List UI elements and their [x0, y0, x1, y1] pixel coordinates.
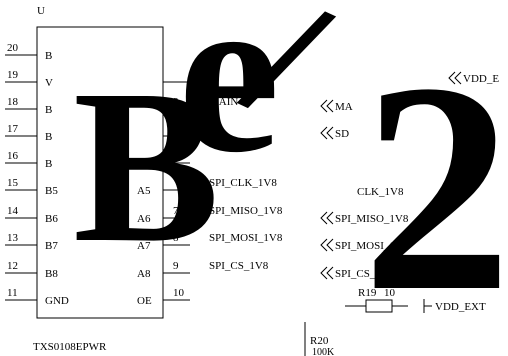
port-double-chevron-icon: [320, 266, 334, 280]
overlay-glyph-b: B: [73, 44, 220, 288]
right-pin-4: 4: [163, 123, 190, 137]
pin-number: 18: [7, 96, 19, 108]
pin-number: 20: [7, 42, 19, 54]
left-pin-18: 18 B: [5, 96, 52, 116]
pin-name: GND: [45, 295, 69, 307]
right-pin-3: 3: [163, 96, 190, 110]
resistor-ref: R19: [358, 287, 377, 299]
left-pin-11: 11 GND: [5, 287, 69, 307]
resistor-value: 100K: [312, 347, 335, 356]
left-pin-15: 15 B5: [5, 177, 58, 197]
net-label-main: MAIN: [209, 96, 238, 108]
left-pin-12: 12 B8: [5, 260, 58, 280]
net-label-spi-cs: SPI_CS_1V8: [209, 260, 269, 272]
port-label: SPI_CS_1V: [335, 268, 389, 280]
pin-name: A5: [137, 185, 151, 197]
port-clk: CLK_1V8: [357, 186, 404, 198]
pin-number: 8: [173, 232, 179, 244]
pin-number: 14: [7, 205, 19, 217]
pin-name: A7: [137, 240, 151, 252]
pin-number: 12: [7, 260, 18, 272]
port-double-chevron-icon: [448, 71, 462, 85]
left-pin-13: 13 B7: [5, 232, 58, 252]
left-pin-20: 20 B: [5, 42, 52, 62]
ic-body: [36, 26, 164, 319]
left-pin-17: 17 B: [5, 123, 52, 143]
port-label: CLK_1V8: [357, 186, 404, 198]
ic-refdes: U: [37, 5, 45, 17]
right-pin-9: 9 A8: [137, 260, 190, 280]
ic-part-number: TXS0108EPWR: [33, 341, 107, 353]
port-double-chevron-icon: [320, 211, 334, 225]
port-label: SPI_MOSI_1V: [335, 240, 403, 252]
pin-name: B6: [45, 213, 58, 225]
pin-name: B: [45, 131, 52, 143]
port-label: SD: [335, 128, 349, 140]
port-spi-mosi: SPI_MOSI_1V: [320, 238, 403, 252]
pin-name: V: [45, 77, 53, 89]
port-label: VDD_E: [463, 73, 499, 85]
resistor-ref: R20: [310, 335, 329, 347]
pin-name: B5: [45, 185, 58, 197]
port-label: MA: [335, 101, 353, 113]
pin-number: 4: [173, 123, 179, 135]
pin-number: 16: [7, 150, 19, 162]
pin-name: A8: [137, 268, 151, 280]
pin-number: 17: [7, 123, 19, 135]
port-label: SPI_MISO_1V8: [335, 213, 409, 225]
pin-name: B: [45, 50, 52, 62]
resistor-r20: R20 100K: [304, 322, 335, 356]
left-pin-14: 14 B6: [5, 205, 58, 225]
pin-number: 3: [173, 96, 179, 108]
port-vdd-e: VDD_E: [448, 71, 499, 85]
pin-name: A6: [137, 213, 151, 225]
overlay-glyph-e: e: [178, 0, 280, 200]
pin-number: 13: [7, 232, 19, 244]
left-pin-16: 16 B: [5, 150, 52, 170]
right-pin-10: 10 OE: [137, 287, 190, 307]
resistor-r19: R19 10: [345, 287, 408, 313]
port-ma: MA: [320, 99, 353, 113]
right-pin-6: A5: [137, 185, 190, 197]
pin-number: 9: [173, 260, 179, 272]
net-label-sd: SD: [209, 123, 223, 135]
port-spi-cs: SPI_CS_1V: [320, 266, 389, 280]
port-double-chevron-icon: [320, 126, 334, 140]
pin-name: B7: [45, 240, 58, 252]
pin-name: B: [45, 104, 52, 116]
right-pin-8: 8 A7: [137, 232, 190, 252]
pin-number: 15: [7, 177, 19, 189]
port-double-chevron-icon: [320, 99, 334, 113]
pin-name: B: [45, 158, 52, 170]
port-double-chevron-icon: [320, 238, 334, 252]
pin-number: 10: [173, 287, 185, 299]
left-pin-19: 19 V: [5, 69, 53, 89]
net-label-spi-miso: SPI_MISO_1V8: [209, 205, 283, 217]
pin-number: 11: [7, 287, 18, 299]
pin-name: OE: [137, 295, 152, 307]
port-spi-miso: SPI_MISO_1V8: [320, 211, 409, 225]
port-sd: SD: [320, 126, 349, 140]
net-label-spi-mosi: SPI_MOSI_1V8: [209, 232, 283, 244]
vdd-ext-label: VDD_EXT: [435, 301, 486, 313]
pin-number: 19: [7, 69, 19, 81]
resistor-value: 10: [384, 287, 396, 299]
overlay-glyph-2: 2: [362, 21, 508, 353]
vdd-ext-net: VDD_EXT: [423, 299, 486, 313]
net-label-spi-clk: SPI_CLK_1V8: [209, 177, 277, 189]
pin-name: B8: [45, 268, 58, 280]
right-pin-7: 7 A6: [137, 205, 190, 225]
pin-number: 7: [173, 205, 179, 217]
